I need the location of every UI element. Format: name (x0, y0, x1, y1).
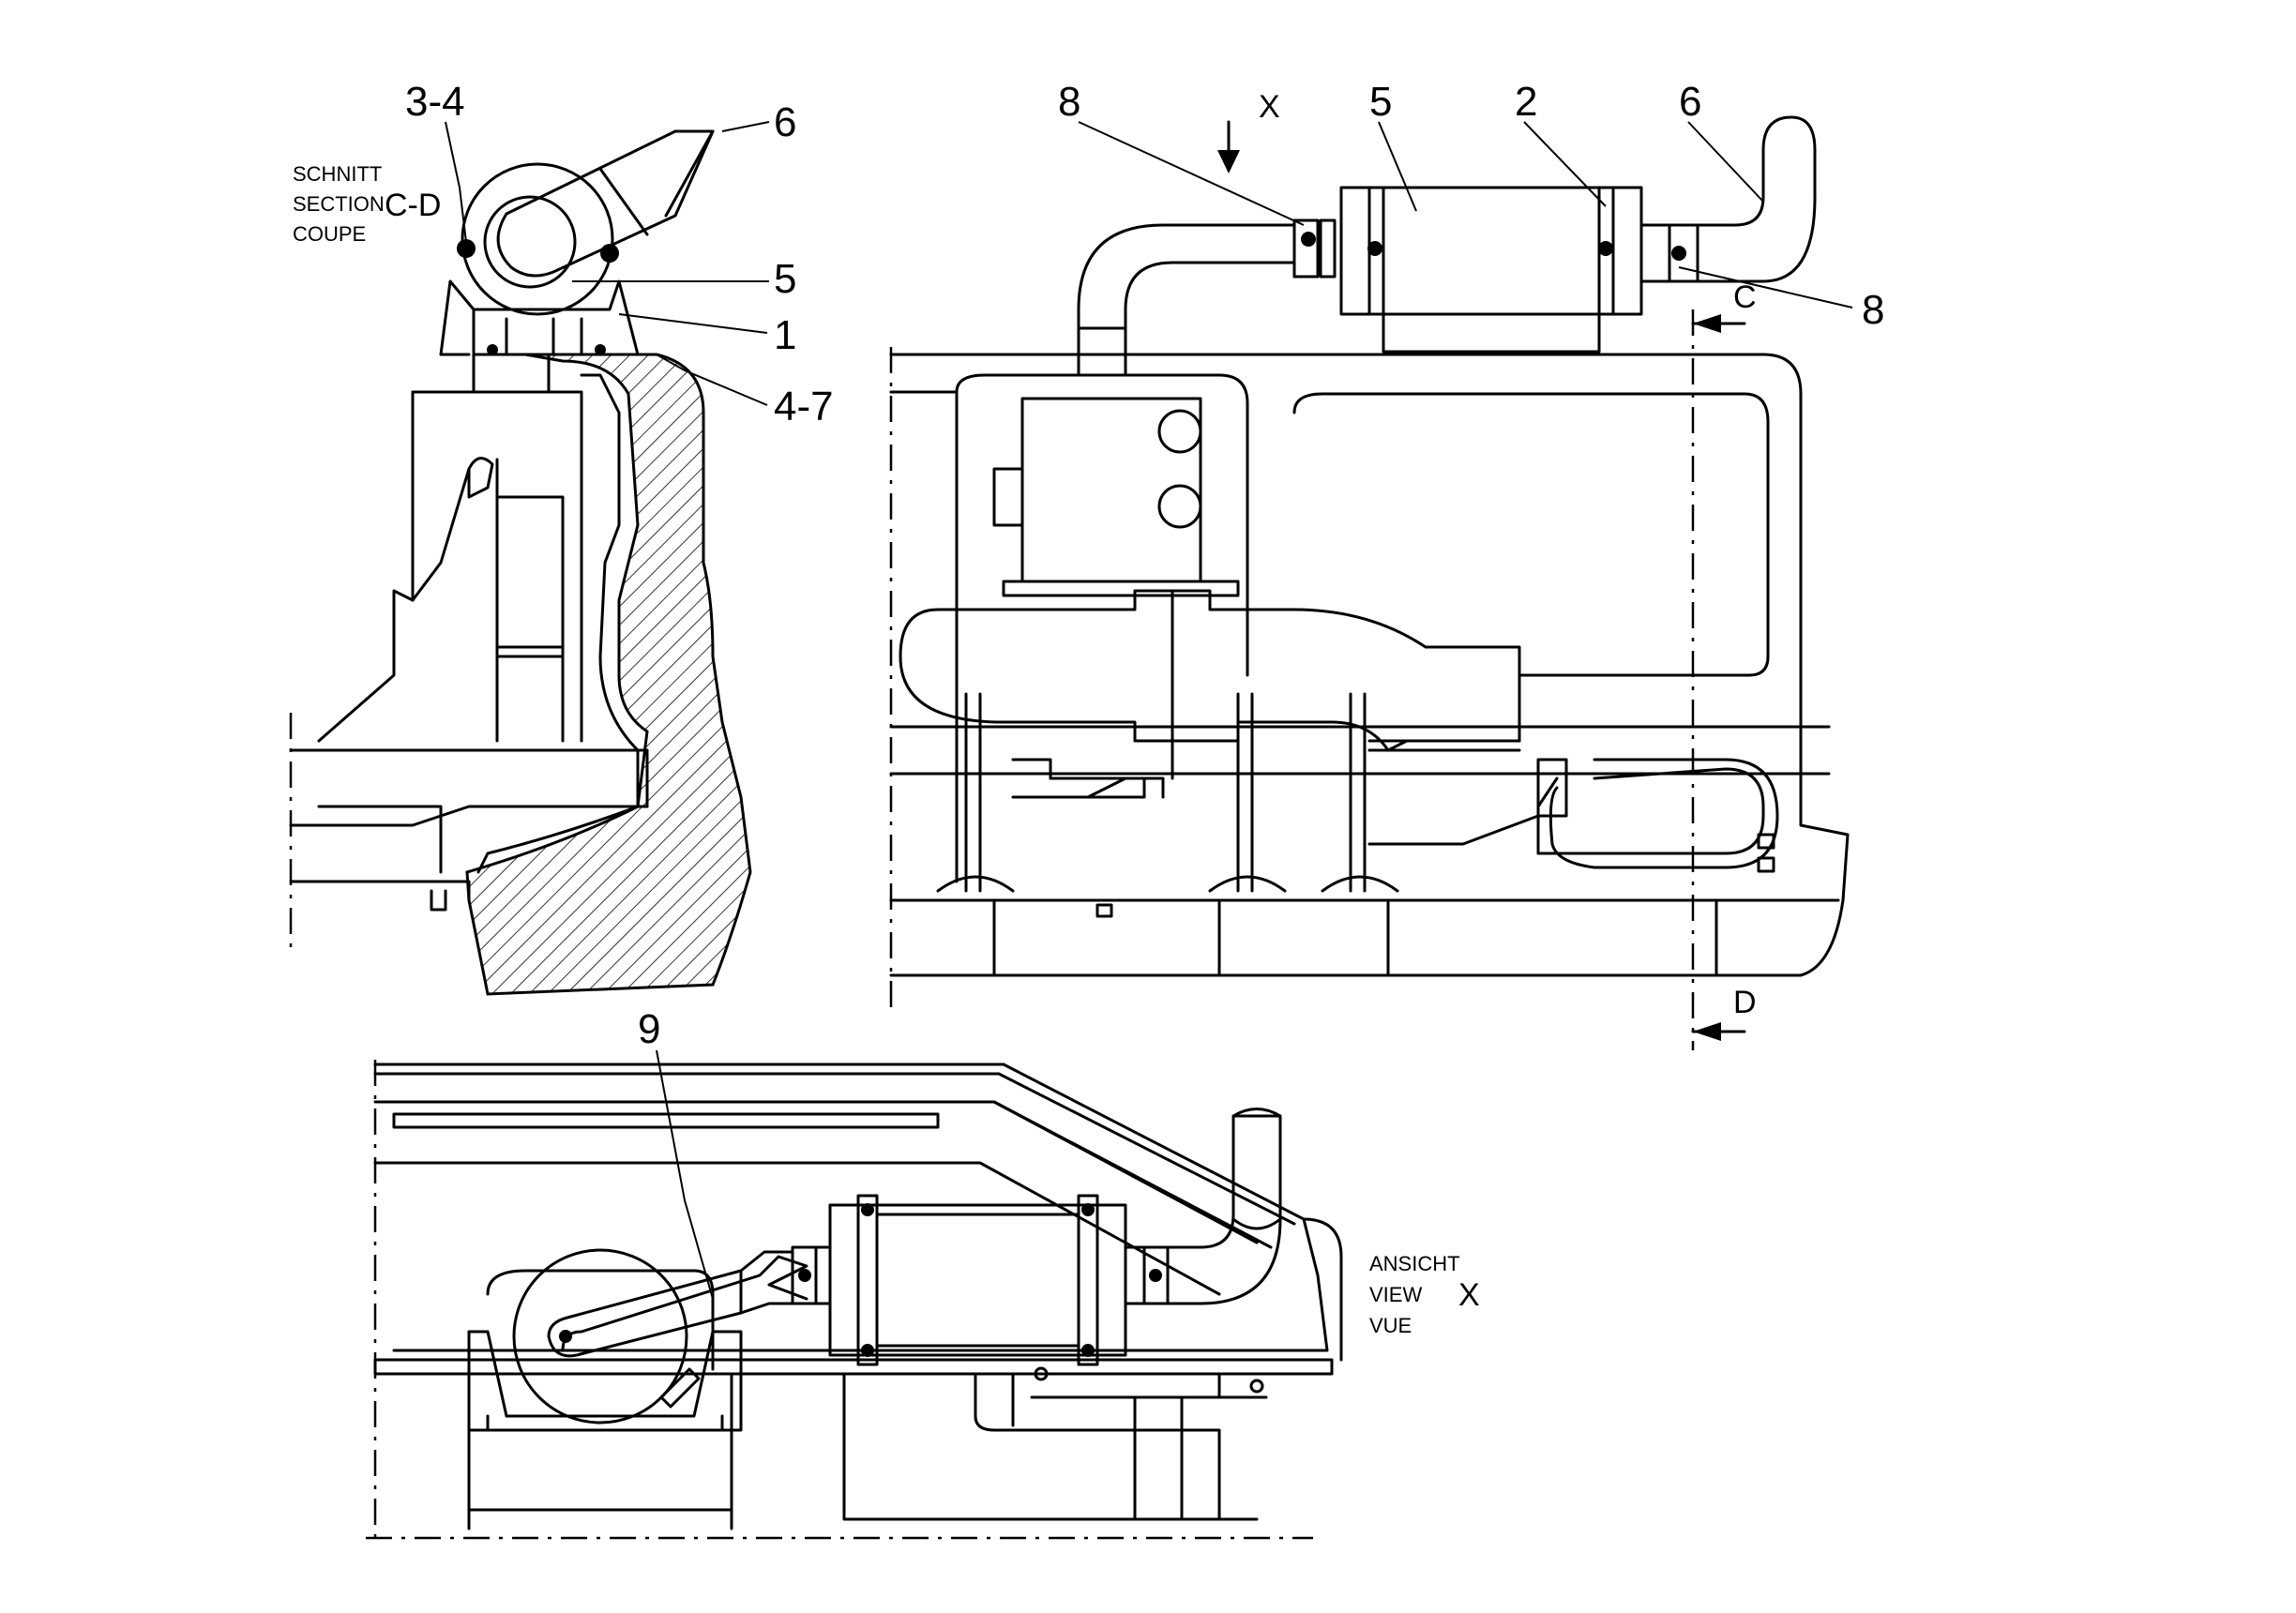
view-arrow-x: X (1259, 89, 1280, 125)
top-view: C D X (889, 89, 1850, 1050)
callout-2-right: 2 (1515, 79, 1537, 125)
callout-6-right: 6 (1679, 79, 1701, 125)
section-label-line2: SECTION (293, 192, 385, 216)
callout-1-left: 1 (774, 312, 796, 358)
counterweight-hatched-section (465, 353, 752, 996)
section-view-c-d (289, 129, 752, 996)
section-label-line3: COUPE (293, 222, 366, 246)
view-label-line1: ANSICHT (1369, 1252, 1460, 1275)
section-label-id: C-D (385, 188, 441, 223)
callout-4-7: 4-7 (774, 384, 834, 430)
callout-5-left: 5 (774, 256, 796, 302)
left-callouts: 3-4 6 5 1 4-7 SCHNITT SECTION COUPE C-D (293, 79, 834, 430)
callout-6-left: 6 (774, 99, 796, 145)
section-mark-d: D (1733, 985, 1757, 1020)
section-mark-c: C (1733, 279, 1757, 315)
callout-8-right: 8 (1862, 287, 1884, 333)
view-label-line3: VUE (1369, 1314, 1412, 1337)
callout-8-left: 8 (1058, 79, 1080, 125)
callout-3-4: 3-4 (405, 79, 465, 125)
callout-5-right: 5 (1369, 79, 1392, 125)
view-label-line2: VIEW (1369, 1283, 1422, 1306)
callout-9: 9 (638, 1006, 660, 1052)
right-callouts: 8 5 2 6 8 (1058, 79, 1884, 333)
section-label-line1: SCHNITT (293, 162, 382, 186)
bottom-callouts: 9 ANSICHT VIEW VUE X (638, 1006, 1480, 1337)
view-x (366, 1060, 1343, 1540)
view-label-id: X (1458, 1277, 1480, 1313)
